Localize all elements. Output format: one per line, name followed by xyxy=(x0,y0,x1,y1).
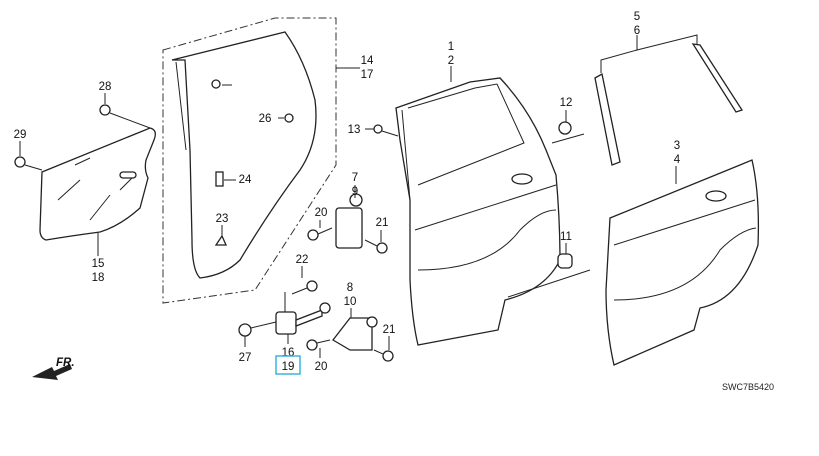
clip-23[interactable] xyxy=(214,225,228,246)
upper-hinge[interactable] xyxy=(335,185,363,249)
rear-door-assembly[interactable] xyxy=(395,66,561,346)
callout-15[interactable]: 15 xyxy=(92,258,105,270)
clip-26[interactable] xyxy=(211,79,294,123)
door-sash-molding[interactable] xyxy=(594,72,621,166)
door-checker[interactable] xyxy=(275,302,331,335)
callout-2[interactable]: 2 xyxy=(448,55,454,67)
callout-9[interactable]: 9 xyxy=(352,186,358,198)
callout-1[interactable]: 1 xyxy=(448,41,454,53)
selected-part-highlight xyxy=(275,355,301,375)
diagram-code: SWC7B5420 xyxy=(722,382,774,392)
callout-13[interactable]: 13 xyxy=(348,124,361,136)
callout-4[interactable]: 4 xyxy=(674,154,681,166)
bolt-21-lower[interactable] xyxy=(373,336,394,362)
callout-3[interactable]: 3 xyxy=(674,140,680,152)
bumper-11[interactable] xyxy=(507,243,591,298)
bolt-20-lower[interactable] xyxy=(306,339,331,358)
callout-21-lower[interactable]: 21 xyxy=(383,324,396,336)
clip-24[interactable] xyxy=(215,171,236,187)
callout-6[interactable]: 6 xyxy=(634,25,640,37)
door-weatherstrip[interactable] xyxy=(162,17,360,304)
bumper-12[interactable] xyxy=(551,110,585,144)
door-outer-skin[interactable] xyxy=(605,159,760,366)
callout-10[interactable]: 10 xyxy=(344,296,357,308)
callout-14[interactable]: 14 xyxy=(361,55,374,67)
callout-17[interactable]: 17 xyxy=(361,69,374,81)
door-rear-molding[interactable] xyxy=(691,43,744,113)
callout-26[interactable]: 26 xyxy=(259,113,272,125)
clip-29[interactable] xyxy=(14,141,43,171)
callout-24[interactable]: 24 xyxy=(239,174,252,186)
callout-20-lower[interactable]: 20 xyxy=(315,361,328,373)
bolt-21-upper[interactable] xyxy=(364,230,388,254)
bolt-27[interactable] xyxy=(238,321,277,347)
bolt-22[interactable] xyxy=(284,266,318,312)
callout-22[interactable]: 22 xyxy=(296,254,309,266)
callout-29[interactable]: 29 xyxy=(14,129,27,141)
callout-20-upper[interactable]: 20 xyxy=(315,207,328,219)
front-arrow-icon xyxy=(32,364,72,380)
callout-11[interactable]: 11 xyxy=(560,231,572,243)
lower-hinge[interactable] xyxy=(332,308,378,351)
callout-18[interactable]: 18 xyxy=(92,272,105,284)
door-inner-panel[interactable] xyxy=(39,127,156,241)
callout-23[interactable]: 23 xyxy=(216,213,229,225)
callout-16[interactable]: 16 xyxy=(282,347,295,359)
callout-19[interactable]: 19 xyxy=(282,361,295,373)
clip-28[interactable] xyxy=(99,93,151,129)
grommet-13[interactable] xyxy=(365,124,399,137)
callout-5[interactable]: 5 xyxy=(634,11,640,23)
callout-28[interactable]: 28 xyxy=(99,81,112,93)
callout-12[interactable]: 12 xyxy=(560,97,573,109)
callout-8[interactable]: 8 xyxy=(347,282,353,294)
bolt-20-upper[interactable] xyxy=(307,220,333,241)
callout-27[interactable]: 27 xyxy=(239,352,252,364)
callout-21-upper[interactable]: 21 xyxy=(376,217,389,229)
callout-7[interactable]: 7 xyxy=(352,172,358,184)
front-indicator: FR. xyxy=(56,357,75,369)
